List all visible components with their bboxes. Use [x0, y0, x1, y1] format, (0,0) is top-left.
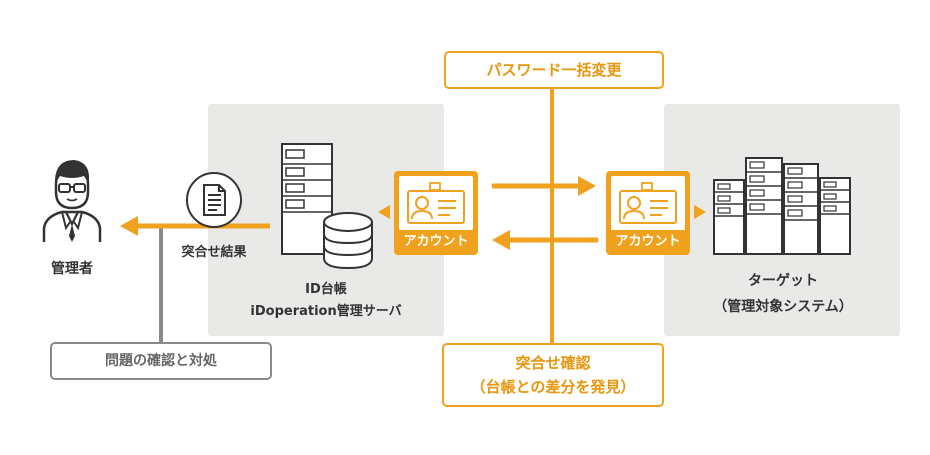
account-card-right: アカウント: [606, 171, 690, 255]
admin-label: 管理者: [51, 261, 93, 277]
account-card-left-label: アカウント: [403, 234, 469, 249]
target-label-line1: ターゲット: [748, 273, 818, 289]
result-document-icon: [186, 172, 242, 228]
server-label-line2: iDoperation管理サーバ: [250, 304, 402, 319]
account-card-right-label: アカウント: [615, 234, 681, 249]
result-label: 突合せ結果: [181, 245, 247, 260]
password-change-box: パスワード一括変更: [444, 51, 664, 89]
server-label-line1: ID台帳: [305, 282, 347, 297]
issue-handling-box: 問題の確認と対処: [50, 342, 272, 380]
target-label-line2: （管理対象システム）: [713, 299, 853, 315]
arrow-into-target-server: [694, 205, 706, 219]
arrow-to-target-head: [578, 176, 596, 196]
id-card-icon: [407, 182, 465, 224]
id-card-icon: [619, 182, 677, 224]
password-change-label: パスワード一括変更: [486, 61, 622, 79]
database-icon: [323, 212, 373, 270]
reconcile-check-box: 突合せ確認 （台帳との差分を発見）: [442, 343, 664, 407]
reconcile-check-line2: （台帳との差分を発見）: [470, 378, 636, 396]
target-servers-icon: [713, 157, 851, 255]
admin-person-icon: [42, 160, 102, 242]
account-card-left: アカウント: [394, 171, 478, 255]
arrow-to-admin-head: [120, 216, 138, 236]
reconcile-check-line1: 突合せ確認: [515, 354, 591, 372]
arrow-to-center-head: [492, 230, 510, 250]
arrow-into-left-card: [378, 205, 390, 219]
issue-handling-label: 問題の確認と対処: [105, 353, 217, 369]
